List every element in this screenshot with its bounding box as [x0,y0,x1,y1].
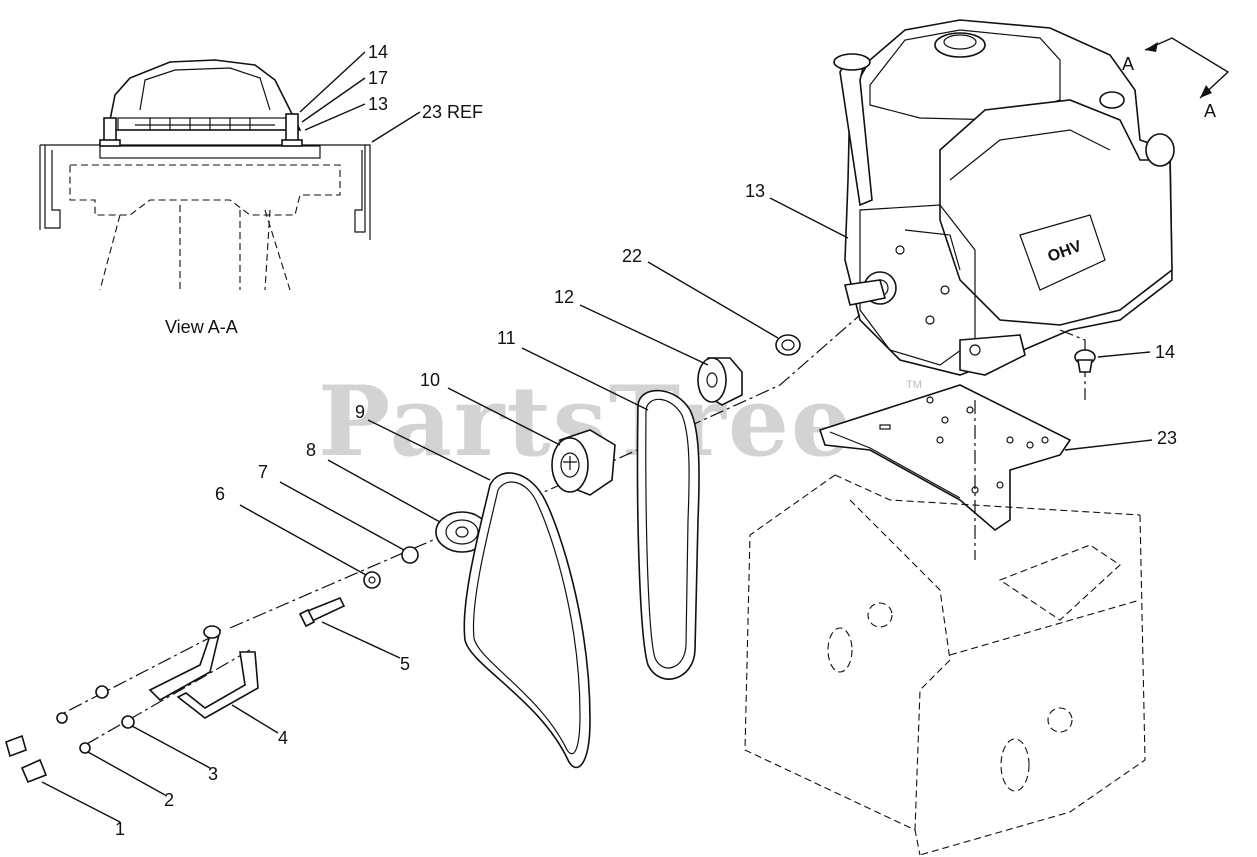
inset-view-a-a [39,59,371,291]
section-arrows [1144,37,1230,99]
section-marker-top: A [1122,54,1134,74]
part-22-ring [775,334,801,356]
watermark-trademark: TM [906,379,922,391]
callout-14: 14 [1155,342,1175,362]
callout-5: 5 [400,654,410,674]
leader-lines [41,197,1153,823]
part-14-nut [1074,349,1096,373]
part-6-washer [363,571,381,589]
part-10-pulley [551,429,616,496]
engine: OHV [833,19,1175,376]
part-4-bracket [148,625,259,719]
part-7-washer [401,546,419,564]
part-2-washer [79,742,91,754]
callout-inset-17: 17 [368,68,388,88]
part-1-bolt [5,734,48,784]
mount-plate [818,384,1072,532]
auger-housing [744,474,1146,856]
part-3-washer [121,715,135,729]
callout-11: 11 [497,328,516,348]
callout-12: 12 [554,287,574,307]
callout-1: 1 [115,819,125,839]
callout-inset-14: 14 [368,42,388,62]
callout-inset-23-ref: 23 REF [422,102,483,122]
part-11-belt [636,389,700,680]
callout-13: 13 [745,181,765,201]
callout-22: 22 [622,246,642,266]
callout-8: 8 [306,440,316,460]
callout-3: 3 [208,764,218,784]
part-12-pulley [697,357,743,406]
section-marker-bottom: A [1204,101,1216,121]
part-5-bolt [298,596,346,628]
callout-10: 10 [420,370,440,390]
callout-2: 2 [164,790,174,810]
callout-6: 6 [215,484,225,504]
part-9-belt [463,472,591,769]
callout-7: 7 [258,462,268,482]
callout-23: 23 [1157,428,1177,448]
callout-4: 4 [278,728,288,748]
callout-9: 9 [355,402,365,422]
callout-inset-13: 13 [368,94,388,114]
view-title: View A-A [165,317,238,337]
